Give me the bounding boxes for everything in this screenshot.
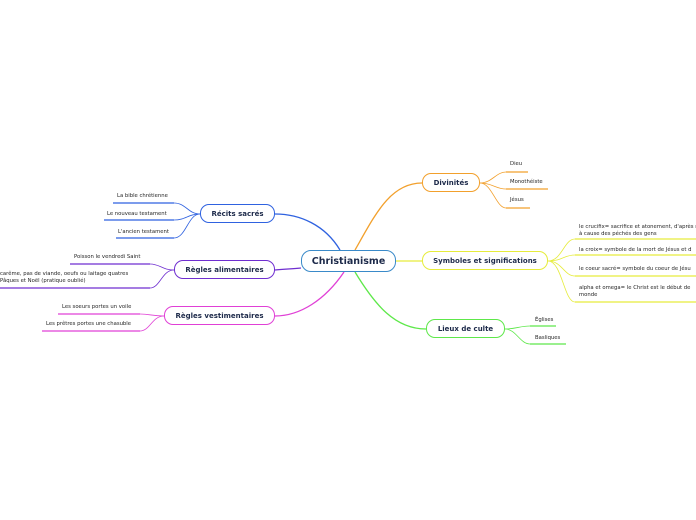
leaf-dieu[interactable]: Dieu <box>510 161 523 167</box>
leaf-crucifix[interactable]: le crucifix= sacrifice et atonement, d'a… <box>579 224 696 237</box>
leaf-ancien-testament[interactable]: L'ancien testament <box>118 229 169 235</box>
connector-lieux <box>354 271 427 330</box>
leaf-nouveau-testament[interactable]: Le nouveau testament <box>107 211 167 217</box>
connector-regles-vest <box>274 271 345 317</box>
topic-regles-alimentaires[interactable]: Règles alimentaires <box>174 260 275 279</box>
topic-symboles[interactable]: Symboles et significations <box>422 251 548 270</box>
leaf-monotheiste[interactable]: Monothéiste <box>510 179 543 185</box>
leaf-basliques[interactable]: Basliques <box>535 335 561 341</box>
leaf-eglises[interactable]: Églises <box>535 317 554 323</box>
leaf-careme[interactable]: carême, pas de viande, oeufs ou laitage … <box>0 271 129 284</box>
leaf-alpha-omega[interactable]: alpha et omega= le Christ est le début d… <box>579 285 691 298</box>
central-topic[interactable]: Christianisme <box>301 250 396 272</box>
leaf-jesus[interactable]: Jésus <box>510 197 524 203</box>
topic-lieux-de-culte[interactable]: Lieux de culte <box>426 319 505 338</box>
leaf-pretres-chasuble[interactable]: Les prêtres portes une chasuble <box>46 321 132 327</box>
leaf-coeur-sacre[interactable]: le coeur sacré= symbole du coeur de Jésu <box>579 266 691 272</box>
connector-recits <box>274 213 341 251</box>
connector-divinites <box>354 182 423 251</box>
leaf-soeurs-voile[interactable]: Les soeurs portes un voile <box>62 304 132 310</box>
topic-divinites[interactable]: Divinités <box>422 173 480 192</box>
topic-recits-sacres[interactable]: Récits sacrés <box>200 204 275 223</box>
leaf-poisson-vendredi[interactable]: Poisson le vendredi Saint <box>74 254 141 260</box>
topic-regles-vestimentaires[interactable]: Règles vestimentaires <box>164 306 275 325</box>
connector-regles-alim <box>274 267 302 271</box>
leaf-bible-chretienne[interactable]: La bible chrétienne <box>117 193 168 199</box>
leaf-croix[interactable]: la croix= symbole de la mort de Jésus et… <box>579 247 692 253</box>
